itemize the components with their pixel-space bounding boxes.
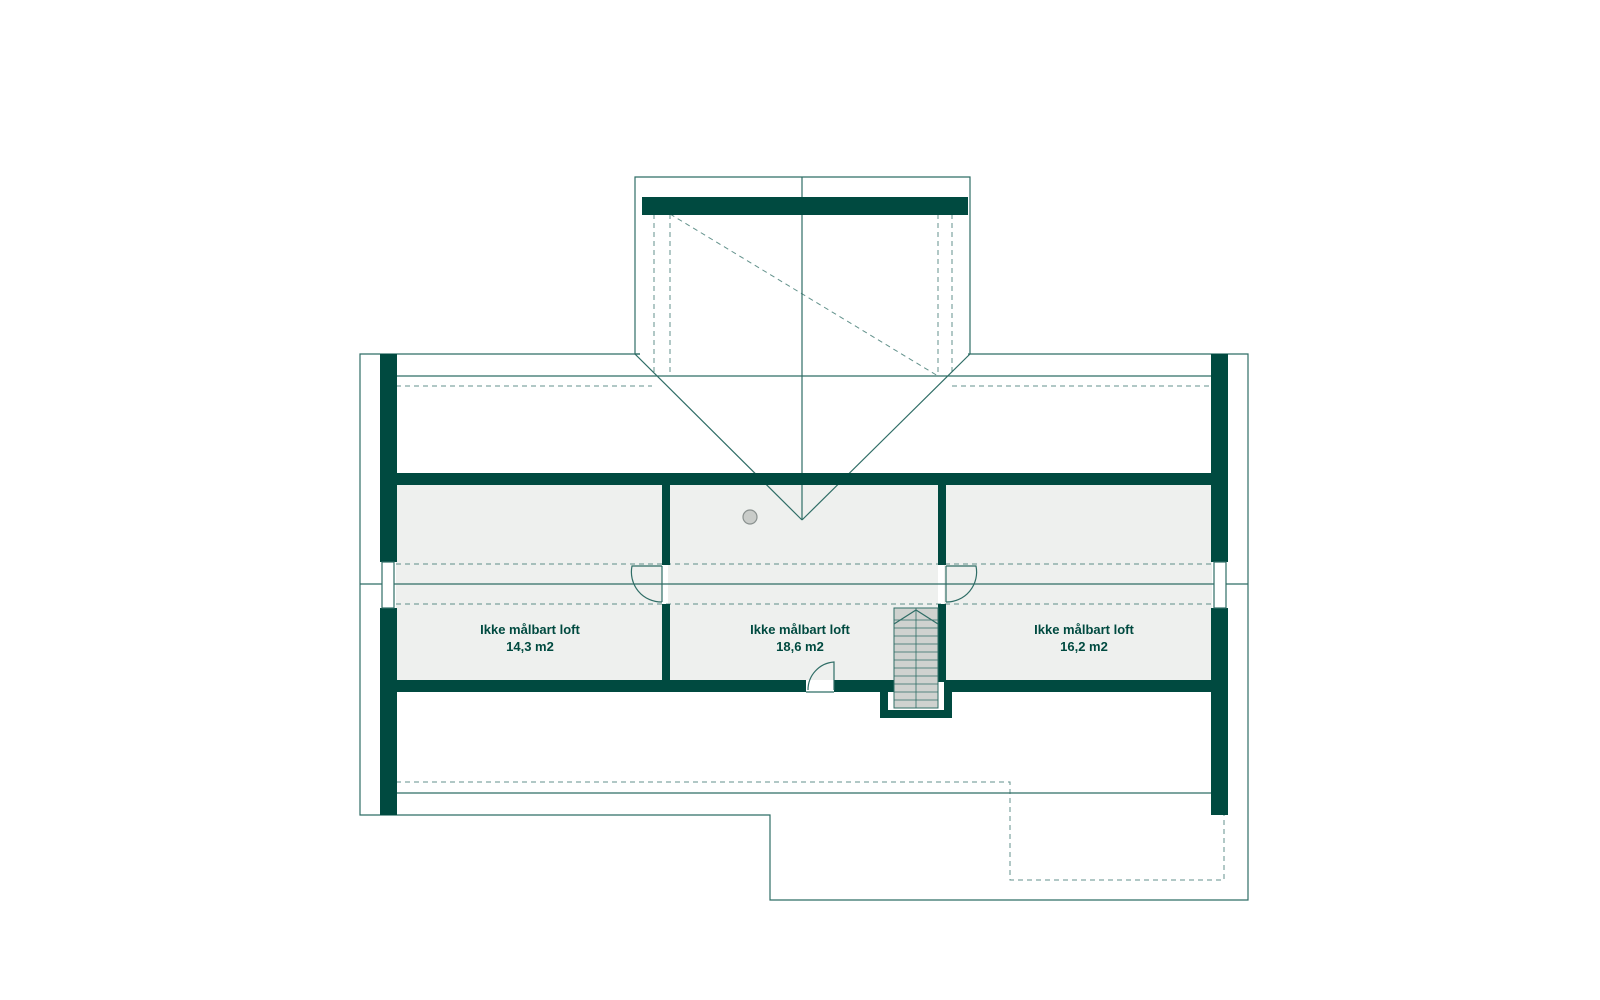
room-floor-middle xyxy=(668,484,938,680)
window-left xyxy=(381,561,395,609)
room-floor-left xyxy=(396,484,662,680)
outline-left-edge xyxy=(359,353,1249,901)
room-name: Ikke målbart loft xyxy=(1034,622,1134,637)
doors xyxy=(630,565,978,693)
wall-lower-horizontal-mid xyxy=(834,680,894,692)
stair-arrow xyxy=(893,609,939,625)
window-right xyxy=(1213,561,1227,609)
dormer-valley-right xyxy=(801,353,971,521)
dashed-line xyxy=(396,781,1225,881)
wall-outer-right-upper xyxy=(1211,354,1228,562)
dormer-valley-left xyxy=(634,353,803,521)
roof-outline xyxy=(359,176,1249,901)
wall-partition-right-lower xyxy=(938,604,946,682)
wall-outer-left-upper xyxy=(380,354,397,562)
room-floor-right xyxy=(944,484,1212,680)
wall-partition-right-upper xyxy=(938,485,946,565)
wall-lower-horizontal-left xyxy=(396,680,806,692)
room-name: Ikke målbart loft xyxy=(750,622,850,637)
room-area: 18,6 m2 xyxy=(776,639,824,654)
stair-steps xyxy=(894,608,938,708)
room-name: Ikke målbart loft xyxy=(480,622,580,637)
wall-outer-right-lower xyxy=(1211,608,1228,815)
wall-outer-left-lower xyxy=(380,608,397,815)
wall-lower-horizontal-right xyxy=(944,680,1212,692)
outline-dormer xyxy=(634,176,971,355)
wall-partition-left-upper xyxy=(662,485,670,565)
room-label-left: Ikke målbart loft 14,3 m2 xyxy=(420,621,640,655)
vent-icon xyxy=(742,509,758,525)
wall-stair-enclosure xyxy=(880,692,952,718)
wall-partition-left-lower xyxy=(662,604,670,682)
room-area: 16,2 m2 xyxy=(1060,639,1108,654)
wall-upper-horizontal xyxy=(396,473,1212,485)
staircase xyxy=(893,607,939,709)
door-left xyxy=(630,565,663,603)
door-right xyxy=(945,565,978,603)
door-bottom xyxy=(807,661,835,691)
dashed-line xyxy=(669,213,939,377)
roof-vent xyxy=(742,509,758,525)
room-label-middle: Ikke målbart loft 18,6 m2 xyxy=(690,621,910,655)
room-area: 14,3 m2 xyxy=(506,639,554,654)
floor-areas xyxy=(396,484,1212,680)
wall-dormer-top xyxy=(642,197,968,215)
windows xyxy=(381,561,1227,609)
room-label-right: Ikke målbart loft 16,2 m2 xyxy=(974,621,1194,655)
walls xyxy=(380,197,1228,815)
